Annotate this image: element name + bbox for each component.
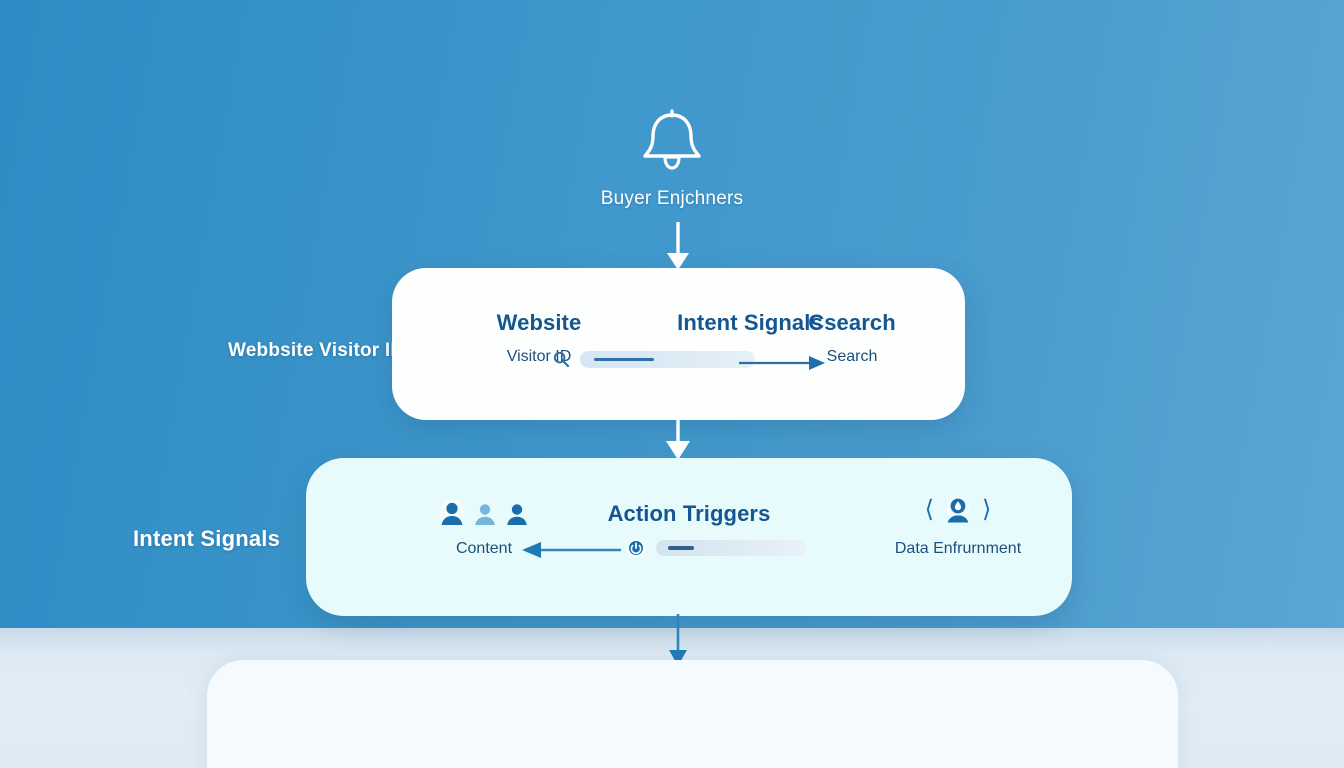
column-content-subtitle: Content [455, 540, 513, 557]
column-intent-signals: Intent Signals [570, 310, 930, 336]
chevron-right-icon: ⟩ [982, 496, 992, 523]
person-icon-1 [439, 500, 465, 526]
person-icon-3 [507, 504, 527, 525]
column-csearch: Csearch Search [747, 310, 957, 366]
header-block: Buyer Enjchners [0, 108, 1344, 210]
avatar-chevron-icon: ⟨ ⟩ [848, 492, 1068, 528]
power-circle-icon [626, 538, 646, 558]
toggle-input[interactable] [656, 540, 806, 556]
avatar-icon [946, 496, 970, 523]
right-arrow-icon [739, 356, 825, 370]
person-icon-2 [475, 504, 495, 525]
card-bottom-panel[interactable] [207, 660, 1178, 768]
side-label-website-visitor-id: Webbsite Visitor ID [228, 340, 405, 361]
column-intent-signals-title: Intent Signals [677, 310, 823, 335]
search-input-value [594, 357, 654, 361]
toggle-input-value [668, 546, 694, 550]
connector-card-two-to-card-three [669, 614, 687, 666]
column-csearch-subtitle: Search [826, 348, 878, 365]
chevron-left-icon: ⟨ [924, 496, 934, 523]
toggle-field-row[interactable] [626, 538, 806, 558]
column-action-triggers-title: Action Triggers [607, 501, 771, 526]
column-website-title: Website [496, 310, 582, 335]
column-data-enrichment: ⟨ ⟩ Data Enfrurnment [848, 492, 1068, 558]
column-csearch-title: Csearch [808, 310, 896, 335]
column-action-triggers: Action Triggers [589, 492, 789, 527]
bell-icon [643, 109, 701, 170]
left-arrow-icon [522, 542, 621, 558]
card-website-intent-search[interactable]: Website Visitor ID Intent Signals Csearc… [392, 268, 965, 420]
header-label: Buyer Enjchners [600, 188, 744, 209]
side-label-intent-signals: Intent Signals [133, 526, 281, 551]
card-action-triggers[interactable]: Content Action Triggers ⟨ ⟩ Data Enfrurn… [306, 458, 1072, 616]
column-data-enrichment-subtitle: Data Enfrurnment [894, 540, 1022, 557]
column-content: Content [389, 492, 579, 558]
connector-bell-to-card-one [667, 222, 689, 270]
search-icon [553, 351, 570, 368]
search-input[interactable] [580, 350, 755, 368]
people-group-icon [389, 492, 579, 528]
search-field-row[interactable] [552, 350, 755, 368]
connector-card-one-to-card-two [666, 406, 690, 460]
